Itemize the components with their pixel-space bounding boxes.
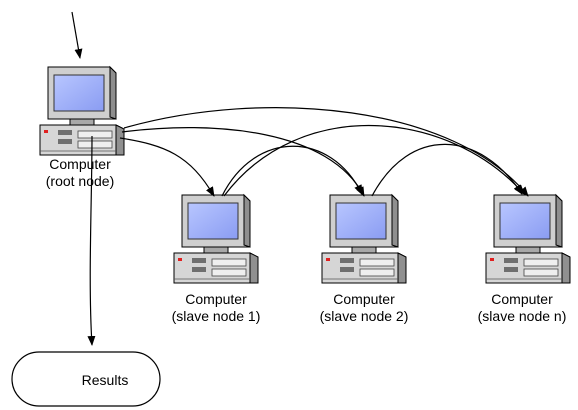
slave1-to-slave2-arrow: [221, 145, 363, 197]
root-to-slave2-arrow: [121, 127, 365, 197]
slaven-node-title: Computer: [491, 291, 553, 307]
root-to-results-arrow: [87, 135, 96, 346]
root-node-title: Computer: [49, 156, 111, 172]
slave2-node-role: (slave node 2): [319, 308, 409, 324]
slave2-to-slaven-arrow: [371, 143, 523, 197]
slaven-node-role: (slave node n): [477, 308, 567, 324]
slave1-node-label: Computer (slave node 1): [156, 291, 276, 325]
root-computer-icon: [39, 66, 125, 156]
slaven-node-label: Computer (slave node n): [462, 291, 578, 325]
slave2-node-title: Computer: [333, 291, 395, 307]
slave2-node-label: Computer (slave node 2): [304, 291, 424, 325]
root-node-role: (root node): [45, 173, 115, 189]
results-terminator: [11, 351, 161, 407]
slave2-computer-icon: [321, 194, 407, 284]
slave1-to-slaven-arrow: [223, 125, 525, 197]
root-to-slaven-arrow: [123, 107, 529, 197]
input-arrow: [71, 11, 83, 59]
slave1-node-title: Computer: [185, 291, 247, 307]
slave1-computer-icon: [173, 194, 259, 284]
root-to-slave1-arrow: [119, 137, 215, 197]
root-node-label: Computer (root node): [30, 156, 130, 190]
results-label: Results: [81, 372, 129, 388]
slave1-node-role: (slave node 1): [171, 308, 261, 324]
slaven-computer-icon: [485, 194, 571, 284]
